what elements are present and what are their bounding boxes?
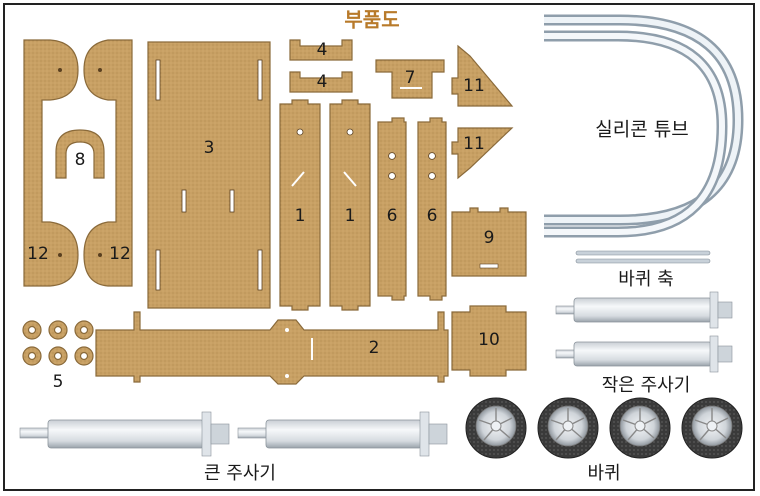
part-label-9: 9 [483,228,495,248]
part-label-5: 5 [52,372,64,392]
part-label-6-left: 6 [386,206,398,226]
large-syringe-2 [237,411,448,457]
part-10-block [451,305,527,377]
part-label-1-left: 1 [294,206,306,226]
part-3-board [147,41,271,309]
wheel-1 [465,397,527,459]
part-11-top [451,44,514,107]
part-1-left [279,99,321,311]
part-4-bottom [289,71,353,93]
large-syringe-1 [19,411,230,457]
label-silicone-tube: 실리콘 튜브 [595,118,689,141]
part-12-frame-right [83,39,133,287]
label-wheel-axle: 바퀴 축 [618,269,674,290]
wheel-3 [609,397,671,459]
part-9-block [451,207,527,277]
wheel-4 [681,397,743,459]
part-6-left [377,117,407,301]
part-label-11-bottom: 11 [463,134,485,154]
part-2-beam [95,311,449,385]
wheel-axles [575,250,711,264]
part-12-frame-left [23,39,79,287]
diagram-title: 부품도 [344,7,400,32]
part-label-10: 10 [478,330,500,350]
part-label-11-top: 11 [463,76,485,96]
part-label-4-top: 4 [316,40,328,60]
part-7-bracket [375,59,445,99]
label-large-syringe: 큰 주사기 [204,463,276,484]
cardboard-parts [22,39,527,385]
small-syringe-2 [555,335,733,373]
part-label-8: 8 [74,150,86,170]
part-4-top [289,39,353,61]
small-syringe-1 [555,291,733,329]
part-label-2: 2 [368,338,380,358]
part-1-right [329,99,371,311]
part-8-arch [55,129,105,179]
silicone-tube [544,14,744,238]
wheel-2 [537,397,599,459]
part-label-6-right: 6 [426,206,438,226]
part-5-washers [22,320,94,366]
part-label-3: 3 [203,138,215,158]
label-small-syringe: 작은 주사기 [601,375,691,396]
part-label-4-bottom: 4 [316,72,328,92]
part-label-12-right: 12 [109,244,131,264]
part-6-right [417,117,447,301]
part-label-12-left: 12 [27,244,49,264]
part-label-7: 7 [404,68,416,88]
part-11-bottom [451,127,514,180]
label-wheel: 바퀴 [587,463,621,484]
part-label-1-right: 1 [344,206,356,226]
